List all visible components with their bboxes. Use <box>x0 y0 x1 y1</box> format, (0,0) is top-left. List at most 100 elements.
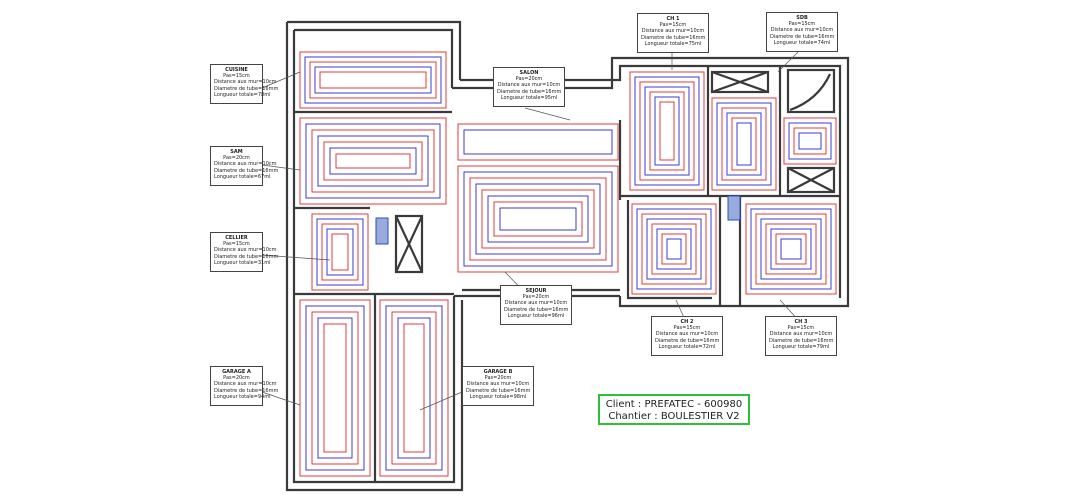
wall-distance: Distance aux mur=10cm <box>466 381 530 388</box>
pipe-spacing: Pas=15cm <box>787 325 815 332</box>
room-label-sam: SAM Pas=20cm Distance aux mur=10cm Diame… <box>210 146 278 186</box>
pipe-loop <box>659 101 675 161</box>
room-name: CH 3 <box>794 319 808 325</box>
pipe-loop <box>639 81 695 181</box>
pipe-spacing: Pas=15cm <box>788 21 816 28</box>
total-length: Longueur totale=67ml <box>214 173 271 180</box>
total-length: Longueur totale=98ml <box>469 393 527 400</box>
pipe-loop <box>487 195 589 243</box>
room-label-cuisine: CUISINE Pas=15cm Distance aux mur=10cm D… <box>210 64 279 104</box>
pipe-loop <box>493 201 583 237</box>
pipe-loop <box>760 218 822 280</box>
total-length: Longueur totale=31ml <box>214 259 271 266</box>
pipe-loop <box>319 71 427 89</box>
pipe-loop <box>385 305 443 471</box>
pipe-loop <box>475 183 601 255</box>
pipe-loop <box>305 123 441 199</box>
room-label-garage-a: GARAGE A Pas=20cm Distance aux mur=10cm … <box>210 366 279 406</box>
total-length: Longueur totale=95ml <box>500 94 558 101</box>
pipe-loop <box>317 135 429 187</box>
pipe-loop <box>299 299 371 477</box>
pipe-loop <box>463 129 613 155</box>
pipe-loop <box>745 203 837 295</box>
total-length: Longueur totale=78ml <box>214 91 271 98</box>
heating-pipe-layout <box>299 51 837 477</box>
pipe-loop <box>457 165 619 273</box>
wall-distance: Distance aux mur=10cm <box>655 331 719 338</box>
tube-diameter: Diametre de tube=16mm <box>770 33 835 40</box>
wall-distance: Distance aux mur=10cm <box>214 161 277 168</box>
pipe-loop <box>788 122 832 160</box>
wall-distance: Distance aux mur=10cm <box>214 79 277 86</box>
tube-diameter: Diametre de tube=16mm <box>655 337 720 344</box>
client-line: Client : PREFATEC - 600980 <box>605 399 743 410</box>
pipe-loop <box>634 76 700 186</box>
total-length: Longueur totale=96ml <box>507 312 565 319</box>
building-walls <box>285 20 850 492</box>
pipe-loop <box>331 233 349 271</box>
label-leader-lines <box>261 49 801 411</box>
total-length: Longueur totale=75ml <box>644 40 702 47</box>
pipe-loop <box>641 213 707 285</box>
wall-distance: Distance aux mur=10cm <box>641 28 705 35</box>
room-name: GARAGE A <box>222 369 251 375</box>
tube-diameter: Diametre de tube=16mm <box>466 387 531 394</box>
pipe-loop <box>731 117 757 171</box>
room-label-ch1: CH 1 Pas=15cm Distance aux mur=10cm Diam… <box>637 13 709 53</box>
pipe-loop <box>317 317 353 459</box>
pipe-loop <box>299 51 447 109</box>
wall-distance: Distance aux mur=10cm <box>497 82 561 89</box>
pipe-loop <box>311 129 435 193</box>
pipe-loop <box>499 207 577 231</box>
pipe-loop <box>311 213 369 291</box>
tube-diameter: Diametre de tube=16mm <box>769 337 834 344</box>
pipe-loop <box>463 171 613 267</box>
pipe-spacing: Pas=15cm <box>223 241 250 248</box>
pipe-loop <box>755 213 827 285</box>
pipe-loop <box>391 311 437 465</box>
pipe-loop <box>716 102 772 186</box>
pipe-loop <box>631 203 717 295</box>
total-length: Longueur totale=72ml <box>658 343 716 350</box>
room-name: GARAGE B <box>483 369 513 375</box>
pipe-loop <box>775 233 807 265</box>
pipe-loop <box>651 223 697 275</box>
pipe-loop <box>329 147 417 175</box>
pipe-loop <box>726 112 762 176</box>
pipe-spacing: Pas=20cm <box>515 76 543 83</box>
pipe-loop <box>403 323 425 453</box>
room-name: SDB <box>796 15 808 21</box>
room-name: SAM <box>230 149 243 155</box>
wall-distance: Distance aux mur=10cm <box>504 300 568 307</box>
tube-diameter: Diametre de tube=16mm <box>214 253 279 260</box>
tube-diameter: Diametre de tube=16mm <box>214 387 279 394</box>
room-label-salon: SALON Pas=20cm Distance aux mur=10cm Dia… <box>493 67 565 107</box>
wall-distance: Distance aux mur=10cm <box>214 247 277 254</box>
pipe-loop <box>457 123 619 161</box>
manifold-collectors <box>375 195 741 245</box>
tube-diameter: Diametre de tube=16mm <box>641 34 706 41</box>
pipe-loop <box>469 177 607 261</box>
pipe-loop <box>765 223 817 275</box>
room-name: CH 1 <box>666 16 680 22</box>
room-label-ch3: CH 3 Pas=15cm Distance aux mur=10cm Diam… <box>765 316 837 356</box>
client-info-box: Client : PREFATEC - 600980 Chantier : BO… <box>598 394 750 425</box>
tube-diameter: Diametre de tube=16mm <box>214 85 279 92</box>
room-label-garage-b: GARAGE B Pas=20cm Distance aux mur=10cm … <box>462 366 534 406</box>
total-length: Longueur totale=79ml <box>772 343 830 350</box>
wall-distance: Distance aux mur=10cm <box>214 381 277 388</box>
room-label-sejour: SEJOUR Pas=20cm Distance aux mur=10cm Di… <box>500 285 572 325</box>
pipe-spacing: Pas=20cm <box>522 294 550 301</box>
pipe-loop <box>335 153 411 169</box>
pipe-loop <box>481 189 595 249</box>
room-label-cellier: CELLIER Pas=15cm Distance aux mur=10cm D… <box>210 232 279 272</box>
pipe-loop <box>311 311 359 465</box>
pipe-loop <box>379 299 449 477</box>
room-name: CH 2 <box>680 319 694 325</box>
pipe-loop <box>326 228 354 276</box>
tube-diameter: Diametre de tube=16mm <box>497 88 562 95</box>
pipe-spacing: Pas=20cm <box>223 155 250 162</box>
pipe-loop <box>666 238 682 260</box>
pipe-spacing: Pas=20cm <box>223 375 250 382</box>
